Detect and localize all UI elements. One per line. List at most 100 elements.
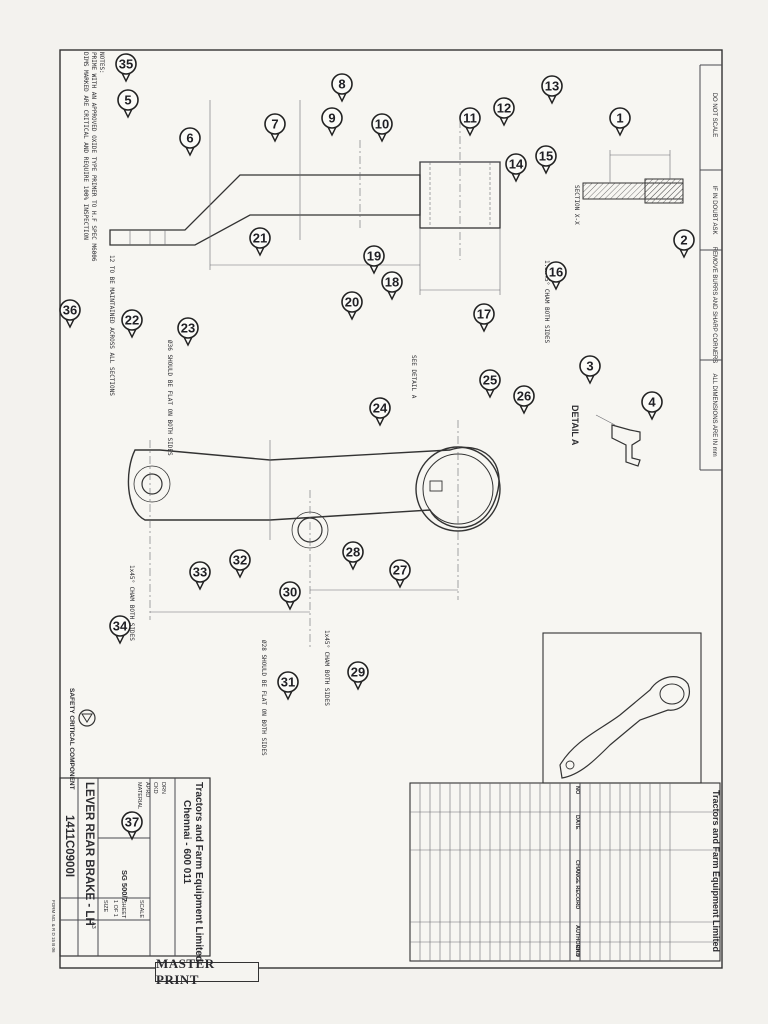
- balloon-pointer-icon: [499, 116, 509, 127]
- balloon-pointer-icon: [547, 94, 557, 105]
- balloon-number: 2: [680, 233, 687, 248]
- balloon-number: 16: [549, 265, 563, 280]
- balloon-pointer-icon: [121, 72, 131, 83]
- balloon-circle-icon: [264, 113, 286, 135]
- balloon-circle-icon: [249, 227, 271, 249]
- balloon-circle-icon: [381, 271, 403, 293]
- balloon-circle-icon: [479, 369, 501, 391]
- label-size: SIZE: [102, 900, 108, 913]
- balloon-pointer-icon: [387, 290, 397, 301]
- balloon-number: 32: [233, 553, 247, 568]
- balloon-17: 17: [473, 303, 495, 333]
- balloon-27: 27: [389, 559, 411, 589]
- balloon-14: 14: [505, 153, 527, 183]
- balloon-number: 22: [125, 313, 139, 328]
- balloon-pointer-icon: [285, 600, 295, 611]
- section-x-x-label: SECTION X-X: [573, 185, 580, 225]
- balloon-36: 36: [59, 299, 81, 329]
- balloon-number: 25: [483, 373, 497, 388]
- balloon-number: 18: [385, 275, 399, 290]
- balloon-circle-icon: [321, 107, 343, 129]
- part-number: 1411C0900I: [63, 815, 75, 877]
- balloon-number: 10: [375, 117, 389, 132]
- balloon-circle-icon: [179, 127, 201, 149]
- balloon-number: 17: [477, 307, 491, 322]
- balloon-circle-icon: [545, 261, 567, 283]
- balloon-circle-icon: [121, 309, 143, 331]
- balloon-number: 36: [63, 303, 77, 318]
- balloon-2: 2: [673, 229, 695, 259]
- lever-plan-view: Ø36 SHOULD BE FLAT ON BOTH SIDES Ø28 SHO…: [127, 260, 550, 756]
- balloon-number: 12: [497, 101, 511, 116]
- balloon-4: 4: [641, 391, 663, 421]
- lever-side-view: [109, 100, 501, 295]
- balloon-pointer-icon: [369, 264, 379, 275]
- balloon-circle-icon: [541, 75, 563, 97]
- section-x-x-view: SECTION X-X: [573, 150, 684, 225]
- balloon-10: 10: [371, 113, 393, 143]
- balloon-pointer-icon: [465, 126, 475, 137]
- balloon-7: 7: [264, 113, 286, 143]
- balloon-circle-icon: [369, 397, 391, 419]
- balloon-number: 8: [338, 77, 345, 92]
- balloon-circle-icon: [229, 549, 251, 571]
- balloon-34: 34: [109, 615, 131, 645]
- balloon-32: 32: [229, 549, 251, 579]
- callout-flat-28: Ø28 SHOULD BE FLAT ON BOTH SIDES: [260, 640, 267, 756]
- revision-table: NO DATE CHANGE RECORD AUTHORITY CKD Trac…: [409, 782, 721, 962]
- revision-header-ckd: CKD: [574, 945, 580, 957]
- hardness-note: SG 500/7: [120, 870, 129, 902]
- balloon-pointer-icon: [615, 126, 625, 137]
- balloon-8: 8: [331, 73, 353, 103]
- balloon-pointer-icon: [270, 132, 280, 143]
- balloon-pointer-icon: [65, 318, 75, 329]
- balloon-12: 12: [493, 97, 515, 127]
- safety-critical-mark: SAFETY CRITICAL COMPONENT: [68, 688, 96, 790]
- balloon-24: 24: [369, 397, 391, 427]
- balloon-pointer-icon: [485, 388, 495, 399]
- balloon-pointer-icon: [353, 680, 363, 691]
- company-city: Chennai - 600 011: [181, 800, 192, 884]
- balloon-number: 27: [393, 563, 407, 578]
- balloon-37: 37: [121, 811, 143, 841]
- balloon-circle-icon: [459, 107, 481, 129]
- balloon-number: 1: [616, 111, 623, 126]
- balloon-pointer-icon: [479, 322, 489, 333]
- balloon-29: 29: [347, 661, 369, 691]
- balloon-circle-icon: [493, 97, 515, 119]
- balloon-circle-icon: [641, 391, 663, 413]
- balloon-number: 35: [119, 57, 133, 72]
- balloon-pointer-icon: [647, 410, 657, 421]
- balloon-circle-icon: [277, 671, 299, 693]
- balloon-circle-icon: [347, 661, 369, 683]
- header-dimensions-mm: ALL DIMENSIONS ARE IN mm: [711, 373, 717, 456]
- balloon-number: 11: [463, 111, 477, 126]
- balloon-pointer-icon: [123, 108, 133, 119]
- balloon-circle-icon: [609, 107, 631, 129]
- safety-critical-label: SAFETY CRITICAL COMPONENT: [68, 688, 75, 790]
- balloon-9: 9: [321, 107, 343, 137]
- balloon-number: 37: [125, 815, 139, 830]
- balloon-circle-icon: [341, 291, 363, 313]
- label-checked: CKD: [152, 782, 158, 794]
- notes-heading: NOTES:: [98, 52, 105, 74]
- balloon-pointer-icon: [377, 132, 387, 143]
- balloon-pointer-icon: [255, 246, 265, 257]
- detail-a-view: DETAIL A: [570, 405, 641, 467]
- balloon-20: 20: [341, 291, 363, 321]
- header-do-not-scale: DO NOT SCALE: [711, 93, 717, 138]
- balloon-circle-icon: [513, 385, 535, 407]
- balloon-30: 30: [279, 581, 301, 611]
- balloon-pointer-icon: [679, 248, 689, 259]
- balloon-pointer-icon: [327, 126, 337, 137]
- balloon-6: 6: [179, 127, 201, 157]
- balloon-number: 29: [351, 665, 365, 680]
- detail-a-label: DETAIL A: [570, 405, 580, 446]
- balloon-circle-icon: [121, 811, 143, 833]
- balloon-18: 18: [381, 271, 403, 301]
- size-value: A3: [90, 922, 96, 929]
- balloon-circle-icon: [279, 581, 301, 603]
- balloon-pointer-icon: [375, 416, 385, 427]
- balloon-circle-icon: [673, 229, 695, 251]
- balloon-number: 31: [281, 675, 295, 690]
